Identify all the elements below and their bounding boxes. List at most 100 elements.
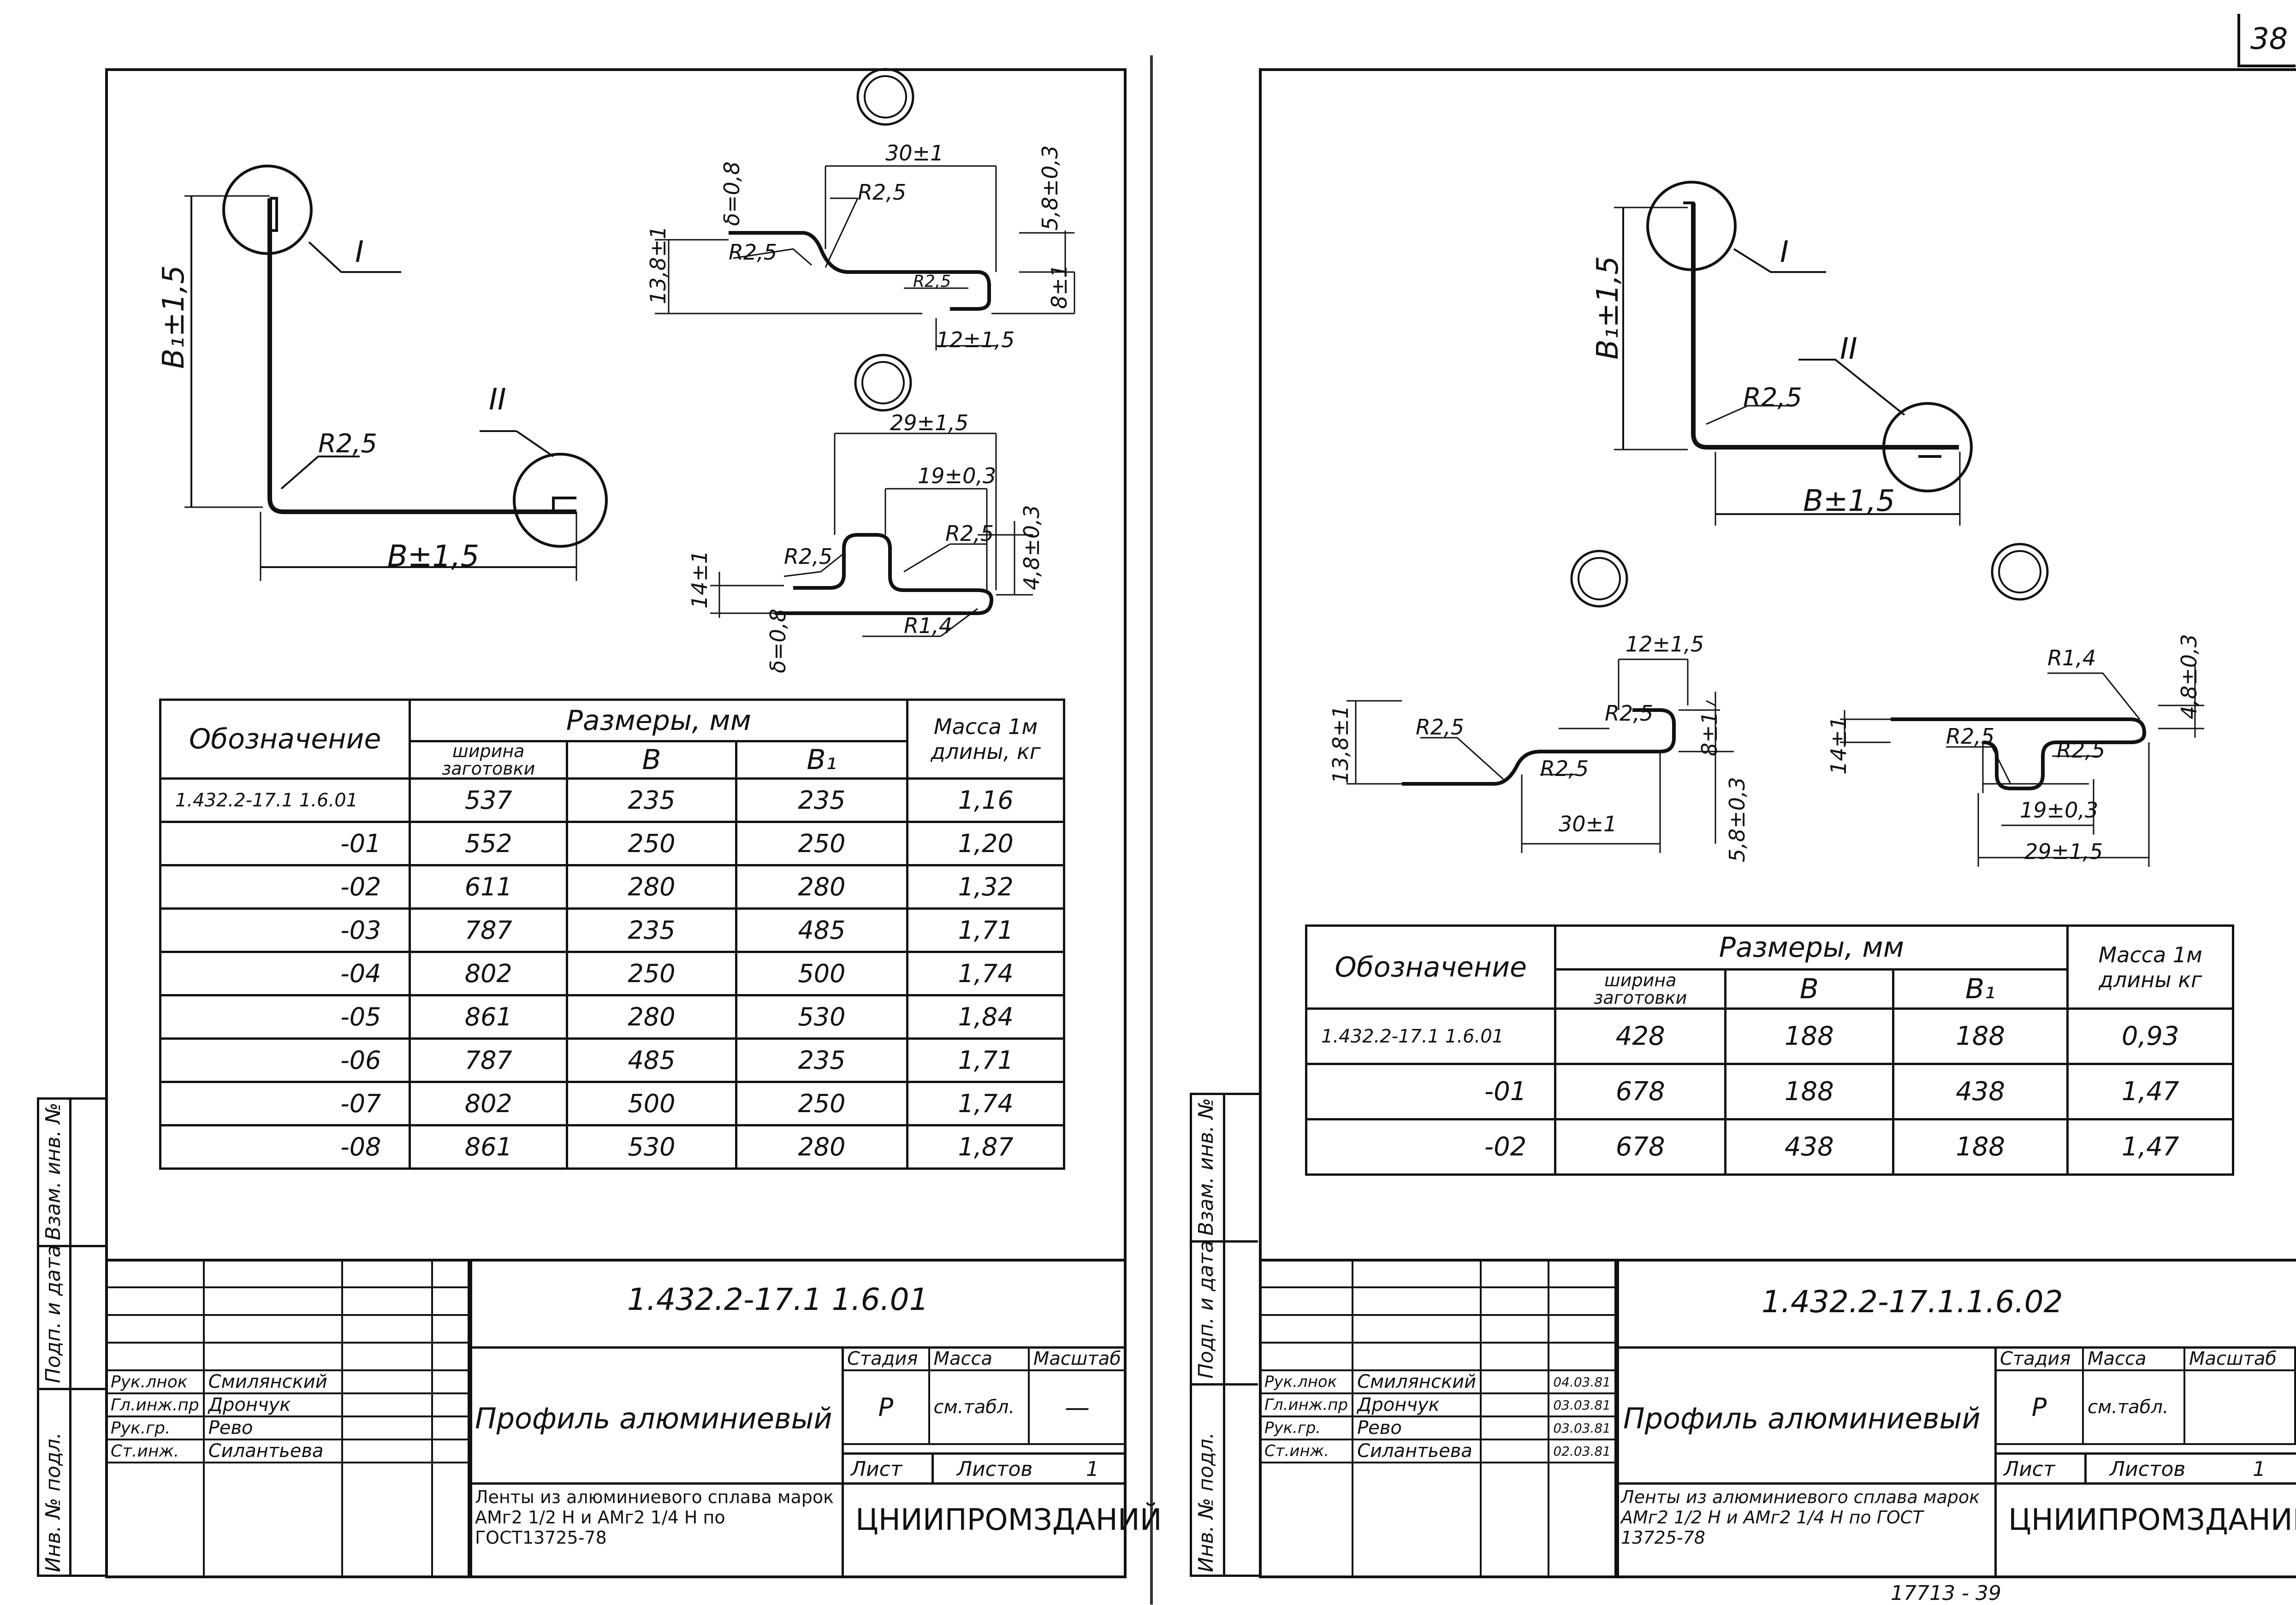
left-node2-circle: [513, 453, 608, 548]
right-th-b: B: [1724, 968, 1894, 1010]
right-sheet-label: Лист: [2004, 1457, 2055, 1481]
right-height-dim: B₁±1,5: [1591, 256, 1625, 360]
right-org: ЦНИИПРОМЗДАНИЙ: [2008, 1503, 2296, 1537]
sheet-divider: [1150, 55, 1153, 1605]
right-d2-inner: 19±0,3: [2020, 798, 2099, 823]
left-d1-radius-top: R2,5: [858, 180, 907, 205]
left-node1-label: I: [355, 235, 364, 269]
right-title-block: [1259, 1259, 2296, 1578]
right-spec-table: Обозначение Размеры, мм Масса 1м длины к…: [1305, 924, 2234, 1176]
right-d1-h3: 5,8±0,3: [1725, 777, 1750, 862]
right-d1-radius-bottom: R2,5: [1540, 756, 1589, 781]
left-node2-label: II: [489, 383, 506, 417]
right-d1-radius-left: R2,5: [1416, 715, 1465, 740]
right-th-b1: B₁: [1892, 968, 2069, 1010]
left-side-stamp: [37, 1097, 108, 1577]
left-sheets-label: Листов: [957, 1457, 1033, 1481]
left-doc-code: 1.432.2-17.1 1.6.01: [627, 1282, 929, 1317]
right-side-stamp-sign: Подп. и дата: [1194, 1240, 1218, 1379]
left-width-dim: B±1,5: [387, 539, 480, 574]
left-d1-radius-bottom: R2,5: [913, 272, 951, 291]
left-d2-radius-bottom: R1,4: [904, 613, 953, 638]
right-side-stamp: [1190, 1093, 1261, 1577]
right-main-profile: [1691, 203, 1959, 450]
left-spec-table: Обозначение Размеры, мм Масса 1м длины, …: [159, 699, 1065, 1170]
left-d1-radius-left: R2,5: [729, 240, 777, 265]
left-d2-h2: 14±1: [687, 550, 712, 609]
right-d1-radius-top: R2,5: [1605, 701, 1654, 726]
right-node1-label: I: [1780, 235, 1789, 269]
right-d1-tail: 12±1,5: [1626, 632, 1704, 657]
right-sheets-count: 1: [2253, 1457, 2266, 1481]
right-th-sizes: Размеры, мм: [1554, 924, 2069, 971]
left-sheet-label: Лист: [851, 1457, 902, 1481]
right-d2-width: 29±1,5: [2024, 839, 2103, 864]
left-title-block: [105, 1259, 1127, 1578]
left-d2-h1: 4,8±0,3: [1019, 505, 1044, 590]
right-sheets-label: Листов: [2110, 1457, 2186, 1481]
left-d2-thick: δ=0,8: [765, 609, 790, 673]
left-th-sizes: Размеры, мм: [409, 699, 909, 742]
right-th-blank: ширина заготовки: [1554, 968, 1727, 1010]
left-org: ЦНИИПРОМЗДАНИЙ: [855, 1503, 1162, 1537]
right-node2-label: II: [1840, 332, 1857, 366]
right-radius: R2,5: [1743, 383, 1802, 413]
right-d2-radius-left: R2,5: [1946, 724, 1995, 749]
left-th-blank: ширина заготовки: [409, 740, 569, 780]
left-d1-width: 30±1: [885, 141, 944, 166]
bottom-note: 17713 - 39: [1891, 1581, 2001, 1605]
right-th-mass: Масса 1м длины кг: [2066, 924, 2234, 1010]
right-d2-h2: 4,8±0,3: [2177, 634, 2201, 719]
right-side-stamp-inv: Инв. № подл.: [1194, 1432, 1218, 1572]
left-d2-radius-left: R2,5: [784, 544, 833, 569]
left-th-designation: Обозначение: [159, 699, 411, 780]
left-main-profile: [267, 198, 576, 514]
left-sheet-frame: [105, 68, 1127, 1578]
right-sheet-frame: [1259, 68, 2296, 1578]
right-material-note: Ленты из алюминиевого сплава марок АМг2 …: [1621, 1487, 1980, 1548]
left-material-note: Ленты из алюминиевого сплава марок АМг2 …: [475, 1487, 834, 1548]
page-number: 38: [2250, 22, 2288, 56]
right-d2-h1: 14±1: [1826, 716, 1851, 775]
right-d2-radius-top: R1,4: [2047, 646, 2096, 670]
left-d1-h2: 13,8±1: [646, 225, 670, 304]
right-doc-code: 1.432.2-17.1.1.6.02: [1762, 1284, 2063, 1320]
left-d1-thick: δ=0,8: [719, 161, 744, 226]
right-d1-width: 30±1: [1559, 811, 1617, 836]
left-d2-inner: 19±0,3: [918, 463, 997, 488]
left-th-b: B: [566, 740, 737, 780]
left-th-mass: Масса 1м длины, кг: [906, 699, 1065, 780]
left-radius: R2,5: [318, 429, 377, 459]
left-d1-h1: 5,8±0,3: [1038, 145, 1062, 231]
left-doc-name: Профиль алюминиевый: [475, 1402, 832, 1435]
left-th-b1: B₁: [735, 740, 909, 780]
right-width-dim: B±1,5: [1803, 484, 1895, 518]
right-d1-h2: 8±1: [1697, 711, 1722, 756]
right-doc-name: Профиль алюминиевый: [1623, 1402, 1981, 1435]
right-th-designation: Обозначение: [1305, 924, 1557, 1010]
left-node1-circle: [222, 165, 313, 255]
page-number-box: 38: [2237, 14, 2296, 67]
left-d2-width: 29±1,5: [890, 410, 969, 435]
left-sheets-count: 1: [1086, 1457, 1099, 1481]
left-height-dim: B₁±1,5: [157, 265, 191, 369]
right-side-stamp-replace: Взам. инв. №: [1194, 1098, 1218, 1236]
left-d2-radius-right: R2,5: [945, 521, 994, 546]
